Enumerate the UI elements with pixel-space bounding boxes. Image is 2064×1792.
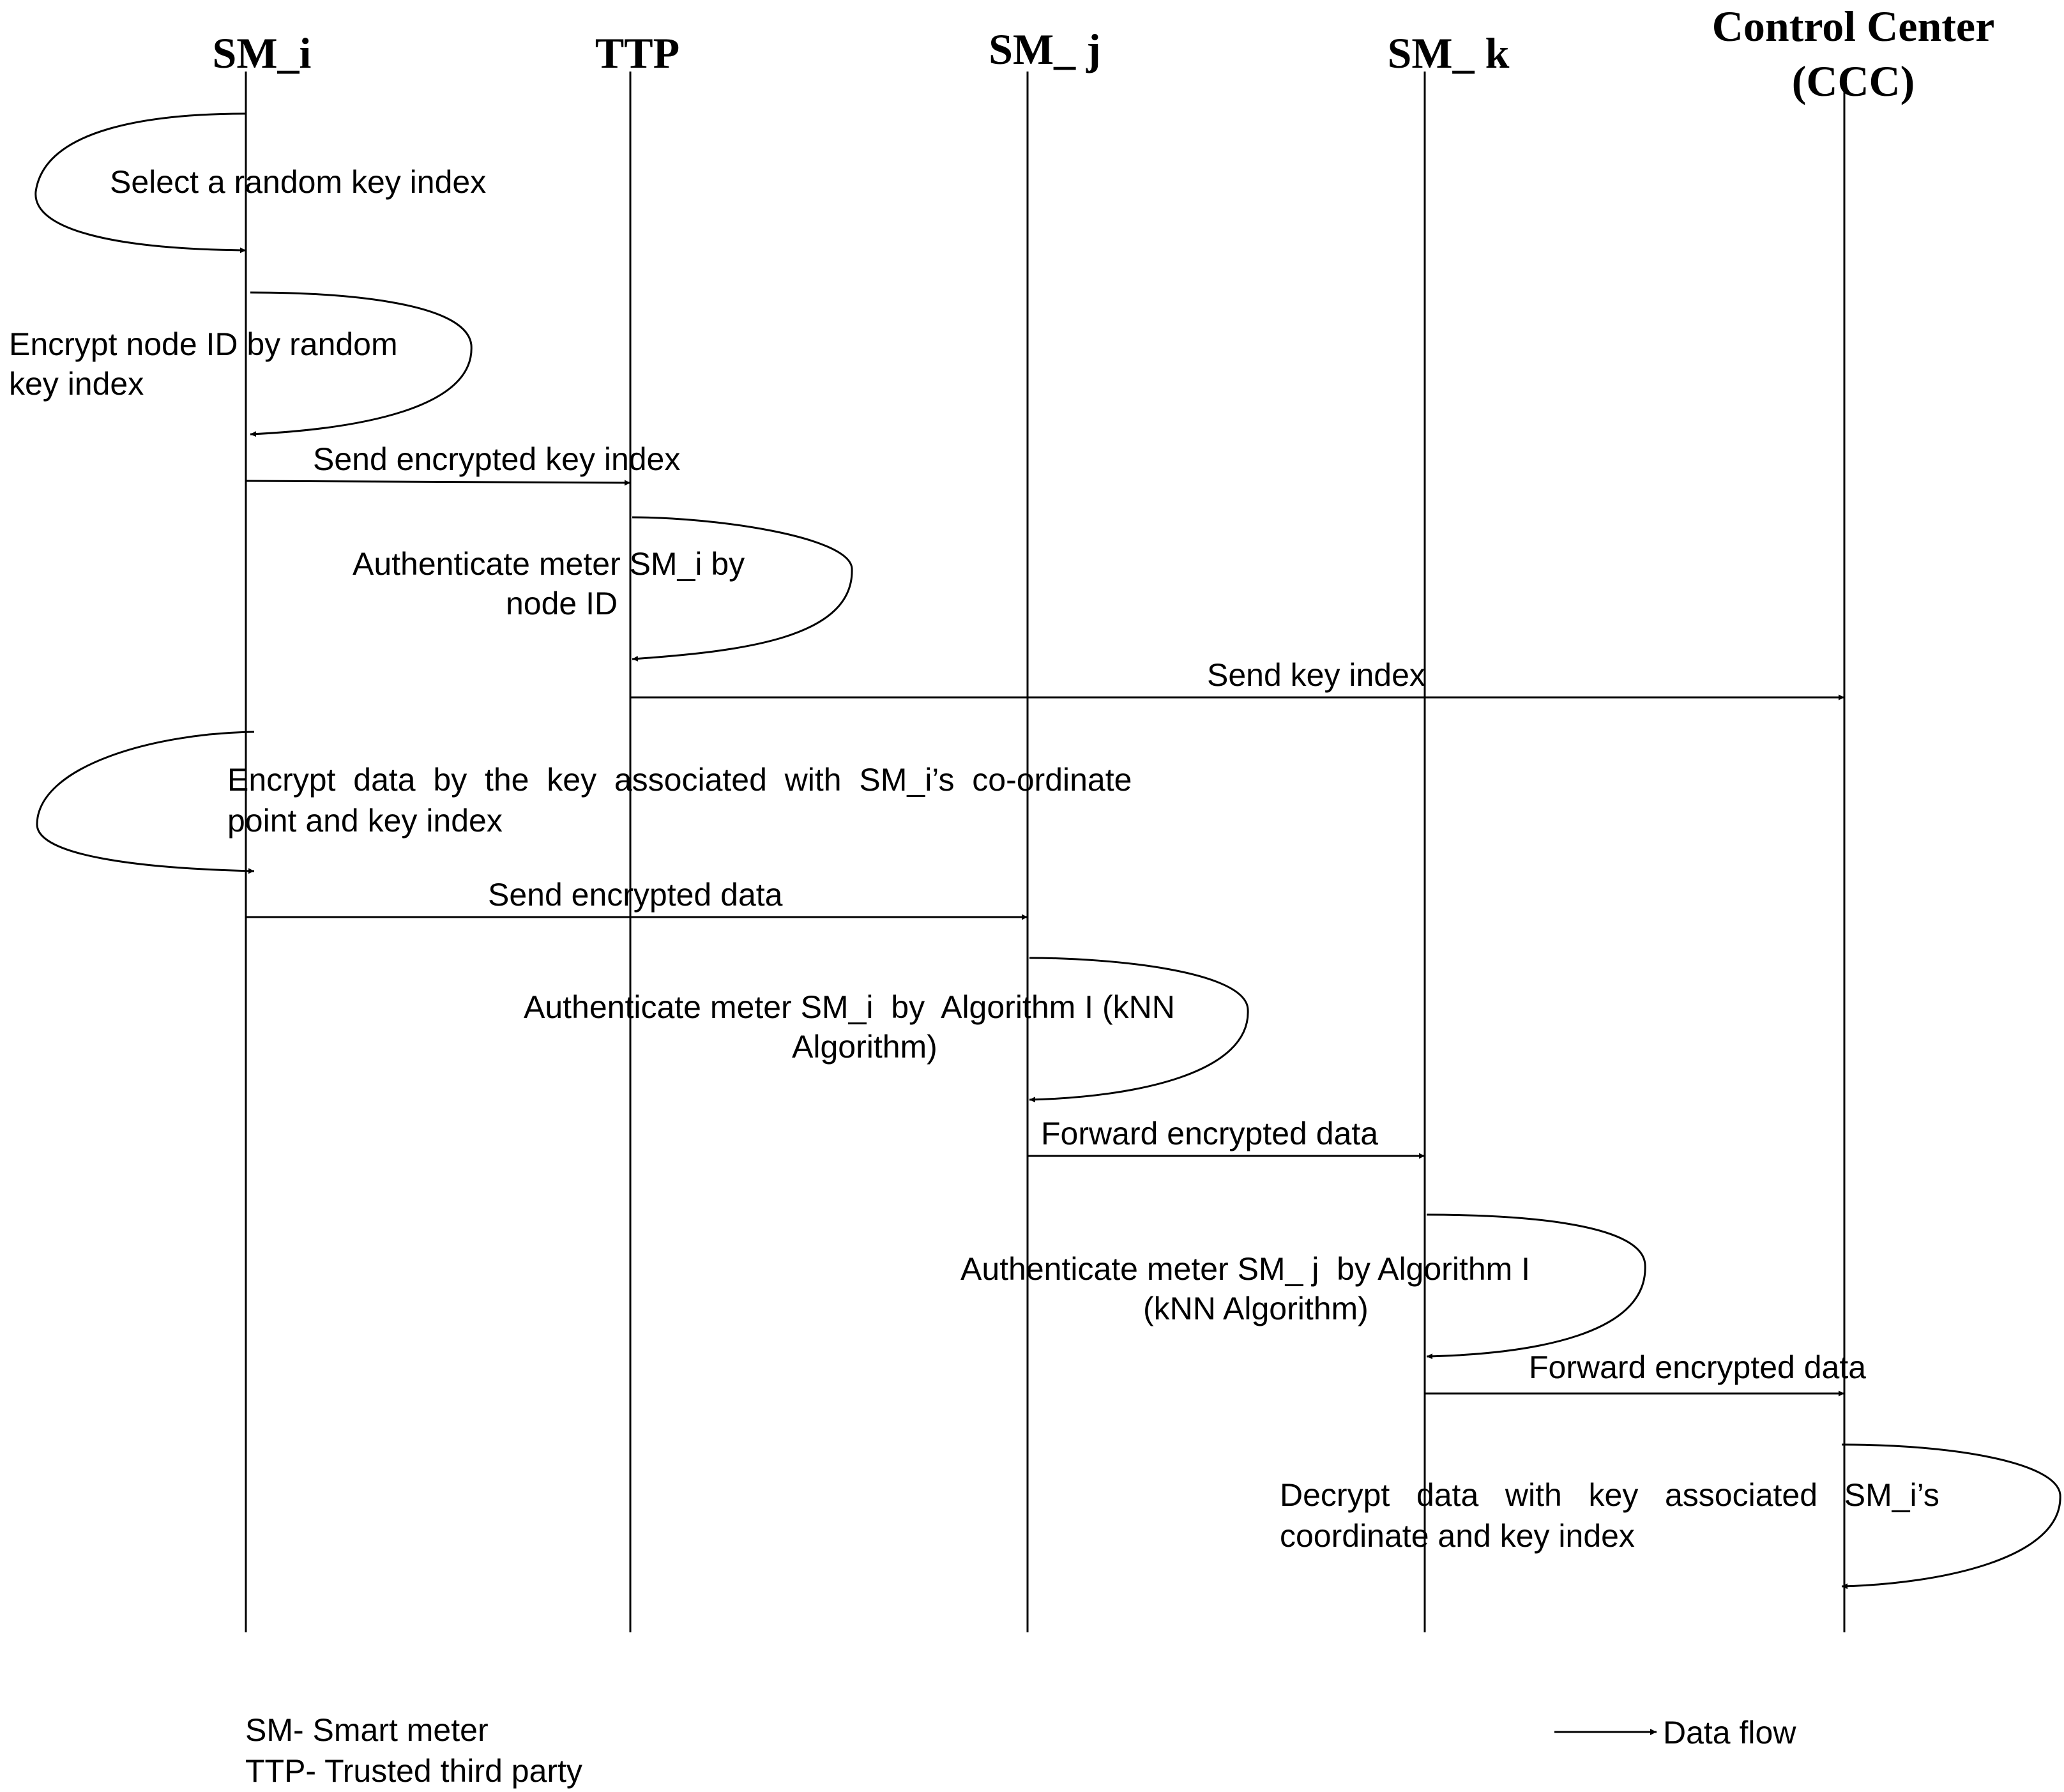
actor-ccc-label-line2: (CCC): [1792, 57, 1915, 105]
self-loop-auth-smk: [1426, 1213, 1646, 1360]
label-auth-ttp-line2: node ID: [506, 586, 618, 621]
actor-sm-j-label: SM_ j: [989, 25, 1101, 73]
label-encrypt-data-line2: point and key index: [227, 803, 503, 839]
label-send-encrypted-data: Send encrypted data: [488, 877, 783, 913]
label-auth-smk-line1: Authenticate meter SM_ j by Algorithm I: [960, 1251, 1530, 1287]
label-auth-smj-line2: Algorithm): [792, 1029, 937, 1065]
label-send-encrypted-key: Send encrypted key index: [313, 441, 680, 477]
label-auth-ttp-line1: Authenticate meter SM_i by: [353, 546, 745, 582]
label-auth-smj-line1: Authenticate meter SM_i by Algorithm I (…: [524, 989, 1175, 1025]
label-decrypt-line2: coordinate and key index: [1280, 1518, 1635, 1554]
label-encrypt-node-line2: key index: [9, 366, 144, 402]
self-loop-auth-ttp: [632, 516, 853, 662]
arrow-send-encrypted-key: [245, 480, 631, 486]
legend-ttp: TTP- Trusted third party: [245, 1753, 582, 1789]
label-decrypt-line1: Decrypt data with key associated SM_i’s: [1280, 1477, 1939, 1513]
actor-ttp-label: TTP: [595, 29, 679, 77]
self-loop-encrypt-data: [36, 731, 255, 874]
label-forward-encrypted-data-1: Forward encrypted data: [1041, 1116, 1378, 1151]
label-encrypt-node-line1: Encrypt node ID by random: [9, 326, 398, 362]
legend-data-flow-label: Data flow: [1663, 1715, 1796, 1750]
actor-ccc-label-line1: Control Center: [1712, 2, 1995, 50]
self-loop-encrypt-node: [250, 291, 473, 437]
label-forward-encrypted-data-2: Forward encrypted data: [1529, 1349, 1866, 1385]
actor-sm-i-label: SM_i: [213, 29, 312, 77]
self-loop-select-key: [34, 112, 247, 254]
legend-sm: SM- Smart meter: [245, 1712, 489, 1748]
label-auth-smk-line2: (kNN Algorithm): [1143, 1291, 1369, 1326]
label-send-key-index: Send key index: [1207, 657, 1425, 693]
label-encrypt-data-line1: Encrypt data by the key associated with …: [227, 762, 1132, 798]
self-loop-auth-smj: [1029, 957, 1249, 1103]
label-select-key: Select a random key index: [110, 164, 486, 200]
self-loop-decrypt: [1841, 1443, 2061, 1590]
actor-sm-k-label: SM_ k: [1388, 29, 1510, 77]
